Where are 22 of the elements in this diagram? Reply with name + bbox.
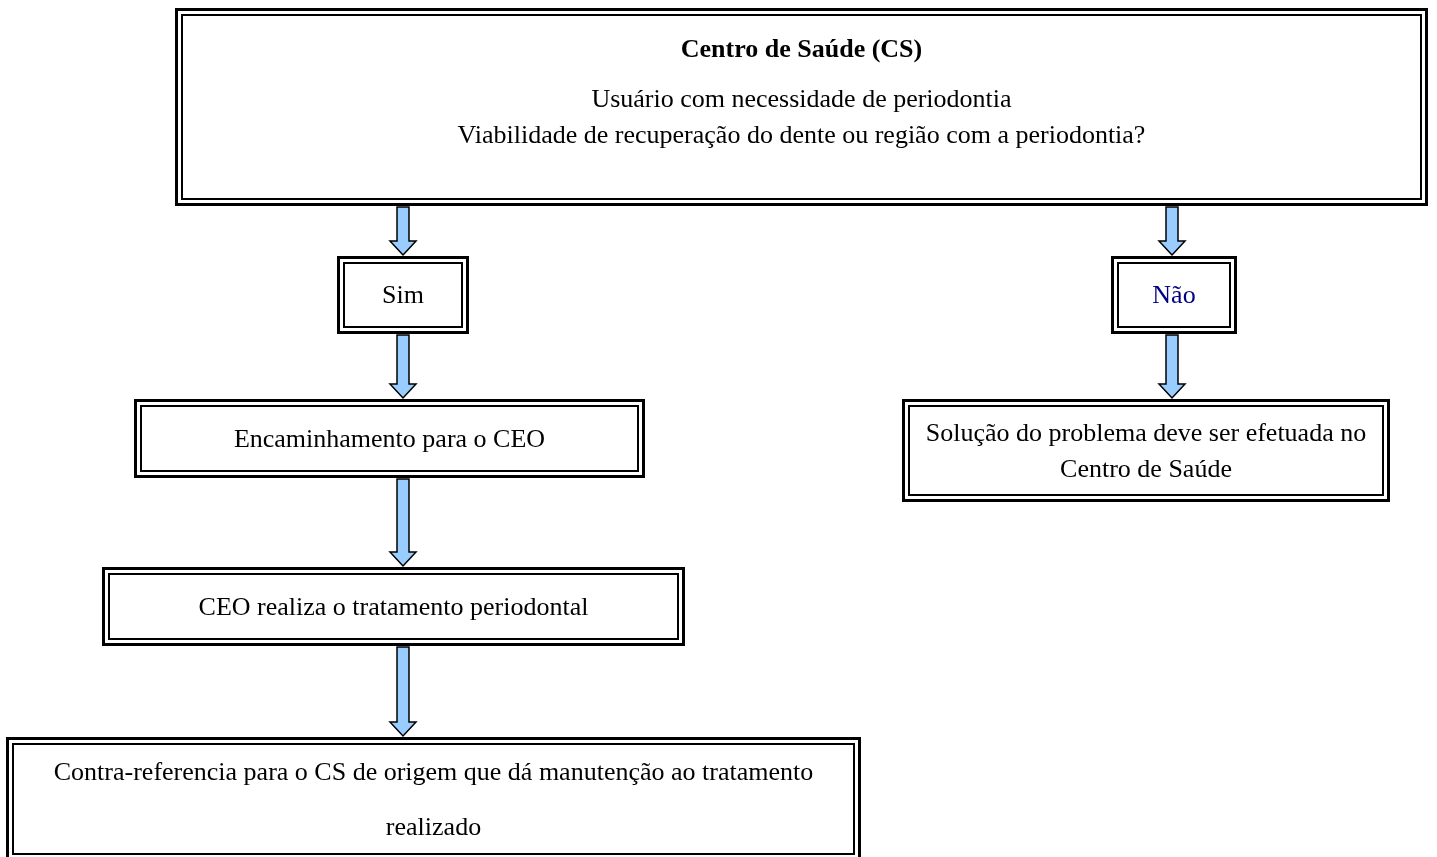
process-box xyxy=(134,399,645,478)
box-text: Viabilidade de recuperação do dente ou região com a periodontia? xyxy=(457,119,1146,151)
box-heading: Centro de Saúde (CS) xyxy=(680,33,923,65)
block-arrow xyxy=(388,206,418,257)
box-text: Usuário com necessidade de periodontia xyxy=(591,83,1012,115)
block-arrow xyxy=(1157,334,1187,400)
process-box xyxy=(902,399,1390,502)
block-arrow xyxy=(388,478,418,568)
block-arrow xyxy=(388,646,418,738)
box-text: Solução do problema deve ser efetuada no Centro de Saúde xyxy=(924,416,1368,485)
process-box xyxy=(337,256,469,334)
process-box xyxy=(102,567,685,646)
box-text: Não xyxy=(1152,279,1196,311)
block-arrow xyxy=(1157,206,1187,257)
process-box xyxy=(175,8,1428,206)
process-box xyxy=(1111,256,1237,334)
box-text: Encaminhamento para o CEO xyxy=(233,422,546,455)
box-text: Sim xyxy=(382,279,424,311)
block-arrow xyxy=(388,334,418,400)
box-text: CEO realiza o tratamento periodontal xyxy=(198,590,589,623)
process-box xyxy=(6,737,861,857)
box-text: Contra-referencia para o CS de origem que dá manutenção ao tratamento realizado xyxy=(52,756,815,843)
